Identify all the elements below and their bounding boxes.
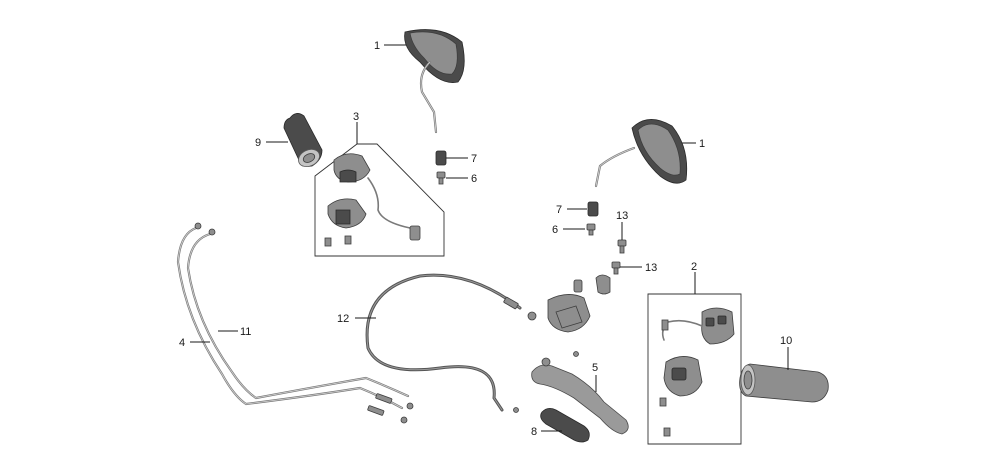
- svg-text:7: 7: [471, 153, 477, 165]
- callout-nut-right: 7: [556, 204, 587, 216]
- lever-bracket-part: [527, 274, 611, 357]
- callout-brake-lever: 5: [592, 362, 598, 392]
- svg-text:13: 13: [616, 210, 628, 222]
- lever-cover-part: [540, 408, 590, 443]
- svg-text:8: 8: [531, 426, 537, 438]
- callout-grip-left: 9: [255, 137, 288, 149]
- throttle-cables-part: [176, 222, 414, 424]
- callout-mirror-right: 1: [682, 138, 705, 150]
- screw-right-part: [586, 223, 596, 236]
- svg-text:3: 3: [353, 111, 359, 123]
- nut-right-part: [587, 201, 599, 217]
- left-switch-box: [314, 143, 445, 257]
- callout-nut-left: 7: [446, 153, 477, 165]
- bolt-lower-part: [611, 261, 621, 275]
- svg-text:1: 1: [374, 40, 380, 52]
- clutch-cable-part: [365, 273, 522, 413]
- svg-text:5: 5: [592, 362, 598, 374]
- callout-clutch-cable: 12: [337, 313, 376, 325]
- mirror-right-part: [594, 119, 688, 188]
- svg-text:7: 7: [556, 204, 562, 216]
- nut-left-part: [435, 150, 447, 166]
- callout-bolt-upper: 13: [616, 210, 628, 240]
- grip-right-part: [739, 363, 829, 403]
- svg-text:10: 10: [780, 335, 792, 347]
- callout-lever-cover: 8: [531, 426, 562, 438]
- svg-text:1: 1: [699, 138, 705, 150]
- callout-throttle-cable-b: 11: [218, 326, 251, 338]
- callout-throttle-cable-a: 4: [179, 337, 210, 349]
- callout-left-switch-assembly: 3: [353, 111, 359, 144]
- callout-grip-right: 10: [780, 335, 792, 370]
- screw-left-part: [436, 171, 446, 185]
- callout-screw-right: 6: [552, 224, 585, 236]
- callout-right-switch-assembly: 2: [691, 261, 697, 294]
- svg-text:11: 11: [240, 326, 251, 338]
- svg-text:12: 12: [337, 313, 349, 325]
- svg-text:4: 4: [179, 337, 185, 349]
- brake-lever-part: [531, 357, 629, 435]
- right-switch-box: [647, 293, 742, 445]
- mirror-left-part: [404, 29, 465, 134]
- svg-text:13: 13: [645, 262, 657, 274]
- svg-text:6: 6: [552, 224, 558, 236]
- callout-screw-left: 6: [446, 173, 477, 185]
- callout-mirror-left: 1: [374, 40, 406, 52]
- svg-text:9: 9: [255, 137, 261, 149]
- svg-text:2: 2: [691, 261, 697, 273]
- callout-bolt-lower: 13: [620, 262, 657, 274]
- svg-text:6: 6: [471, 173, 477, 185]
- grip-left-part: [283, 113, 323, 168]
- bolt-upper-part: [617, 239, 627, 254]
